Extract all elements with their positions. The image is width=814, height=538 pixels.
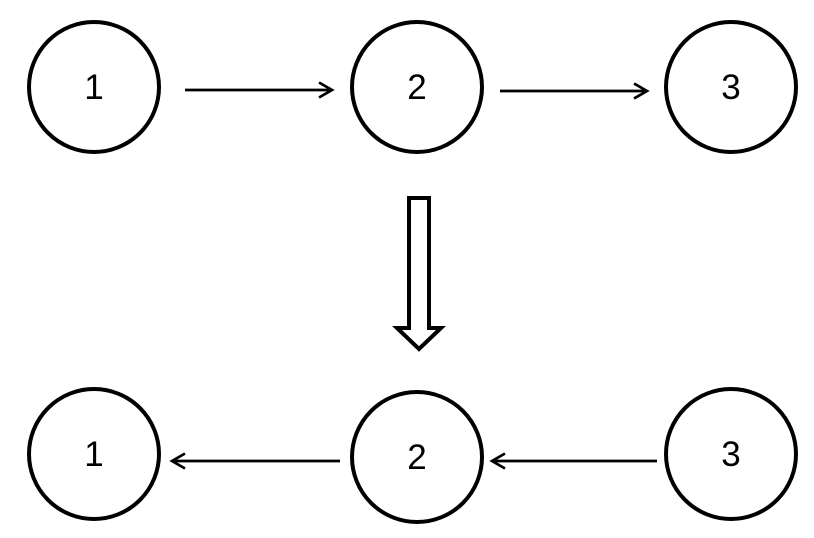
transition-block-down-arrow-icon [392, 196, 446, 352]
bottom-node-3-circle [664, 387, 798, 521]
top-node-3: 3 [664, 20, 798, 154]
bottom-node-2-circle [350, 390, 484, 524]
top-node-3-circle [664, 20, 798, 154]
top-node-3-label: 3 [721, 68, 740, 107]
top-row: 1 2 3 [27, 20, 798, 154]
bottom-node-3-label: 3 [721, 435, 740, 474]
top-node-1-circle [27, 20, 161, 154]
bottom-node-2: 2 [350, 390, 484, 524]
top-node-1: 1 [27, 20, 161, 154]
bottom-node-3: 3 [664, 387, 798, 521]
edge-bottom-2-to-1 [169, 452, 340, 470]
top-node-2-circle [350, 20, 484, 154]
edge-top-2-to-3-arrowhead-right-icon [633, 82, 650, 100]
edge-bottom-3-to-2 [489, 452, 657, 470]
top-node-2-label: 2 [407, 68, 426, 107]
edge-bottom-3-to-2-arrowhead-left-icon [489, 452, 506, 470]
edge-top-1-to-2-arrowhead-right-icon [318, 81, 335, 99]
bottom-node-1-circle [27, 387, 161, 521]
edge-top-2-to-3 [500, 82, 650, 100]
bottom-row: 1 2 3 [27, 387, 798, 524]
top-node-2: 2 [350, 20, 484, 154]
top-node-1-label: 1 [84, 68, 103, 107]
bottom-node-1-label: 1 [84, 435, 103, 474]
edge-bottom-2-to-1-arrowhead-left-icon [169, 452, 186, 470]
bottom-node-2-label: 2 [407, 438, 426, 477]
bottom-node-1: 1 [27, 387, 161, 521]
edge-top-1-to-2 [185, 81, 335, 99]
